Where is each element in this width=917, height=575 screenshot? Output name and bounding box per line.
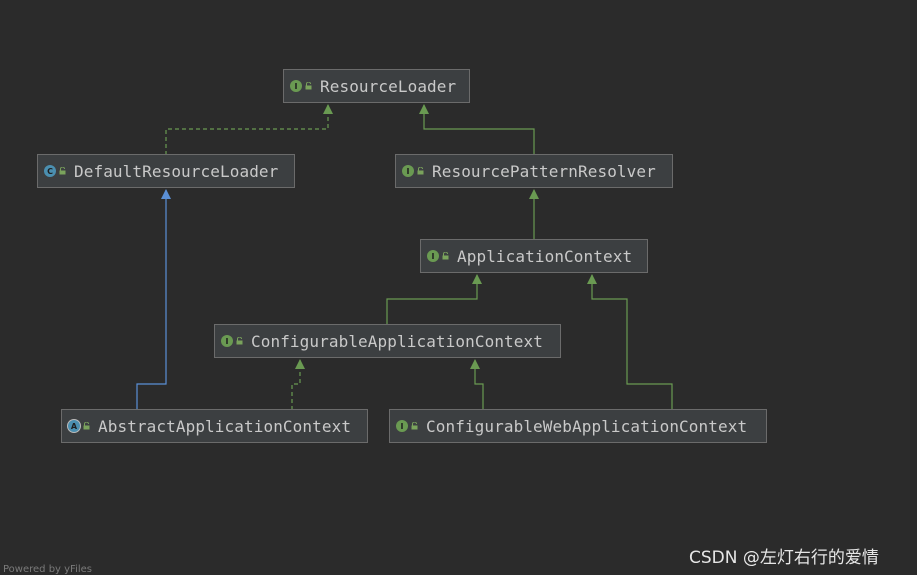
node-label: ResourceLoader xyxy=(320,76,457,96)
lock-icon xyxy=(305,82,312,90)
interface-badge-icon: I xyxy=(290,80,302,92)
edge-configurableapplicationcontext-to-applicationcontext xyxy=(386,275,478,325)
node-label: ResourcePatternResolver xyxy=(432,161,656,181)
lock-icon xyxy=(83,422,90,430)
arrowhead-resourcepatternresolver xyxy=(529,189,539,199)
edge-defaultresourceloader-to-resourceloader xyxy=(165,105,329,155)
interface-badge-icon: I xyxy=(221,335,233,347)
watermark-text: CSDN @左灯右行的爱情 xyxy=(689,548,879,568)
lock-icon xyxy=(417,167,424,175)
arrowhead-configurableapplicationcontext-left xyxy=(295,359,305,369)
interface-badge-icon: I xyxy=(396,420,408,432)
lock-icon xyxy=(442,252,449,260)
node-application-context[interactable]: I ApplicationContext xyxy=(420,239,648,273)
node-label: DefaultResourceLoader xyxy=(74,161,279,181)
interface-badge-icon: I xyxy=(402,165,414,177)
arrowhead-applicationcontext-right xyxy=(587,274,597,284)
arrowhead-configurableapplicationcontext-right xyxy=(470,359,480,369)
node-resource-loader[interactable]: I ResourceLoader xyxy=(283,69,470,103)
node-default-resource-loader[interactable]: C DefaultResourceLoader xyxy=(37,154,295,188)
node-configurable-web-application-context[interactable]: I ConfigurableWebApplicationContext xyxy=(389,409,767,443)
arrowhead-resourceloader-right xyxy=(419,104,429,114)
edge-configurablewebapplicationcontext-to-configurableapplicationcontext xyxy=(474,360,484,410)
node-resource-pattern-resolver[interactable]: I ResourcePatternResolver xyxy=(395,154,673,188)
arrowhead-applicationcontext-left xyxy=(472,274,482,284)
edge-abstractapplicationcontext-to-defaultresourceloader xyxy=(136,190,167,410)
node-label: ApplicationContext xyxy=(457,246,633,266)
powered-by-text: Powered by yFiles xyxy=(3,564,92,575)
node-abstract-application-context[interactable]: A AbstractApplicationContext xyxy=(61,409,368,443)
lock-icon xyxy=(411,422,418,430)
edge-configurablewebapplicationcontext-to-applicationcontext xyxy=(591,275,673,410)
class-badge-icon: C xyxy=(44,165,56,177)
node-configurable-application-context[interactable]: I ConfigurableApplicationContext xyxy=(214,324,561,358)
node-label: ConfigurableApplicationContext xyxy=(251,331,543,351)
arrowhead-resourceloader-left xyxy=(323,104,333,114)
arrowhead-defaultresourceloader xyxy=(161,189,171,199)
node-label: ConfigurableWebApplicationContext xyxy=(426,416,748,436)
lock-icon xyxy=(236,337,243,345)
edge-abstractapplicationcontext-to-configurableapplicationcontext xyxy=(291,360,301,410)
edge-resourcepatternresolver-to-resourceloader xyxy=(423,105,535,155)
interface-badge-icon: I xyxy=(427,250,439,262)
lock-icon xyxy=(59,167,66,175)
abstract-class-badge-icon: A xyxy=(68,420,80,432)
node-label: AbstractApplicationContext xyxy=(98,416,352,436)
